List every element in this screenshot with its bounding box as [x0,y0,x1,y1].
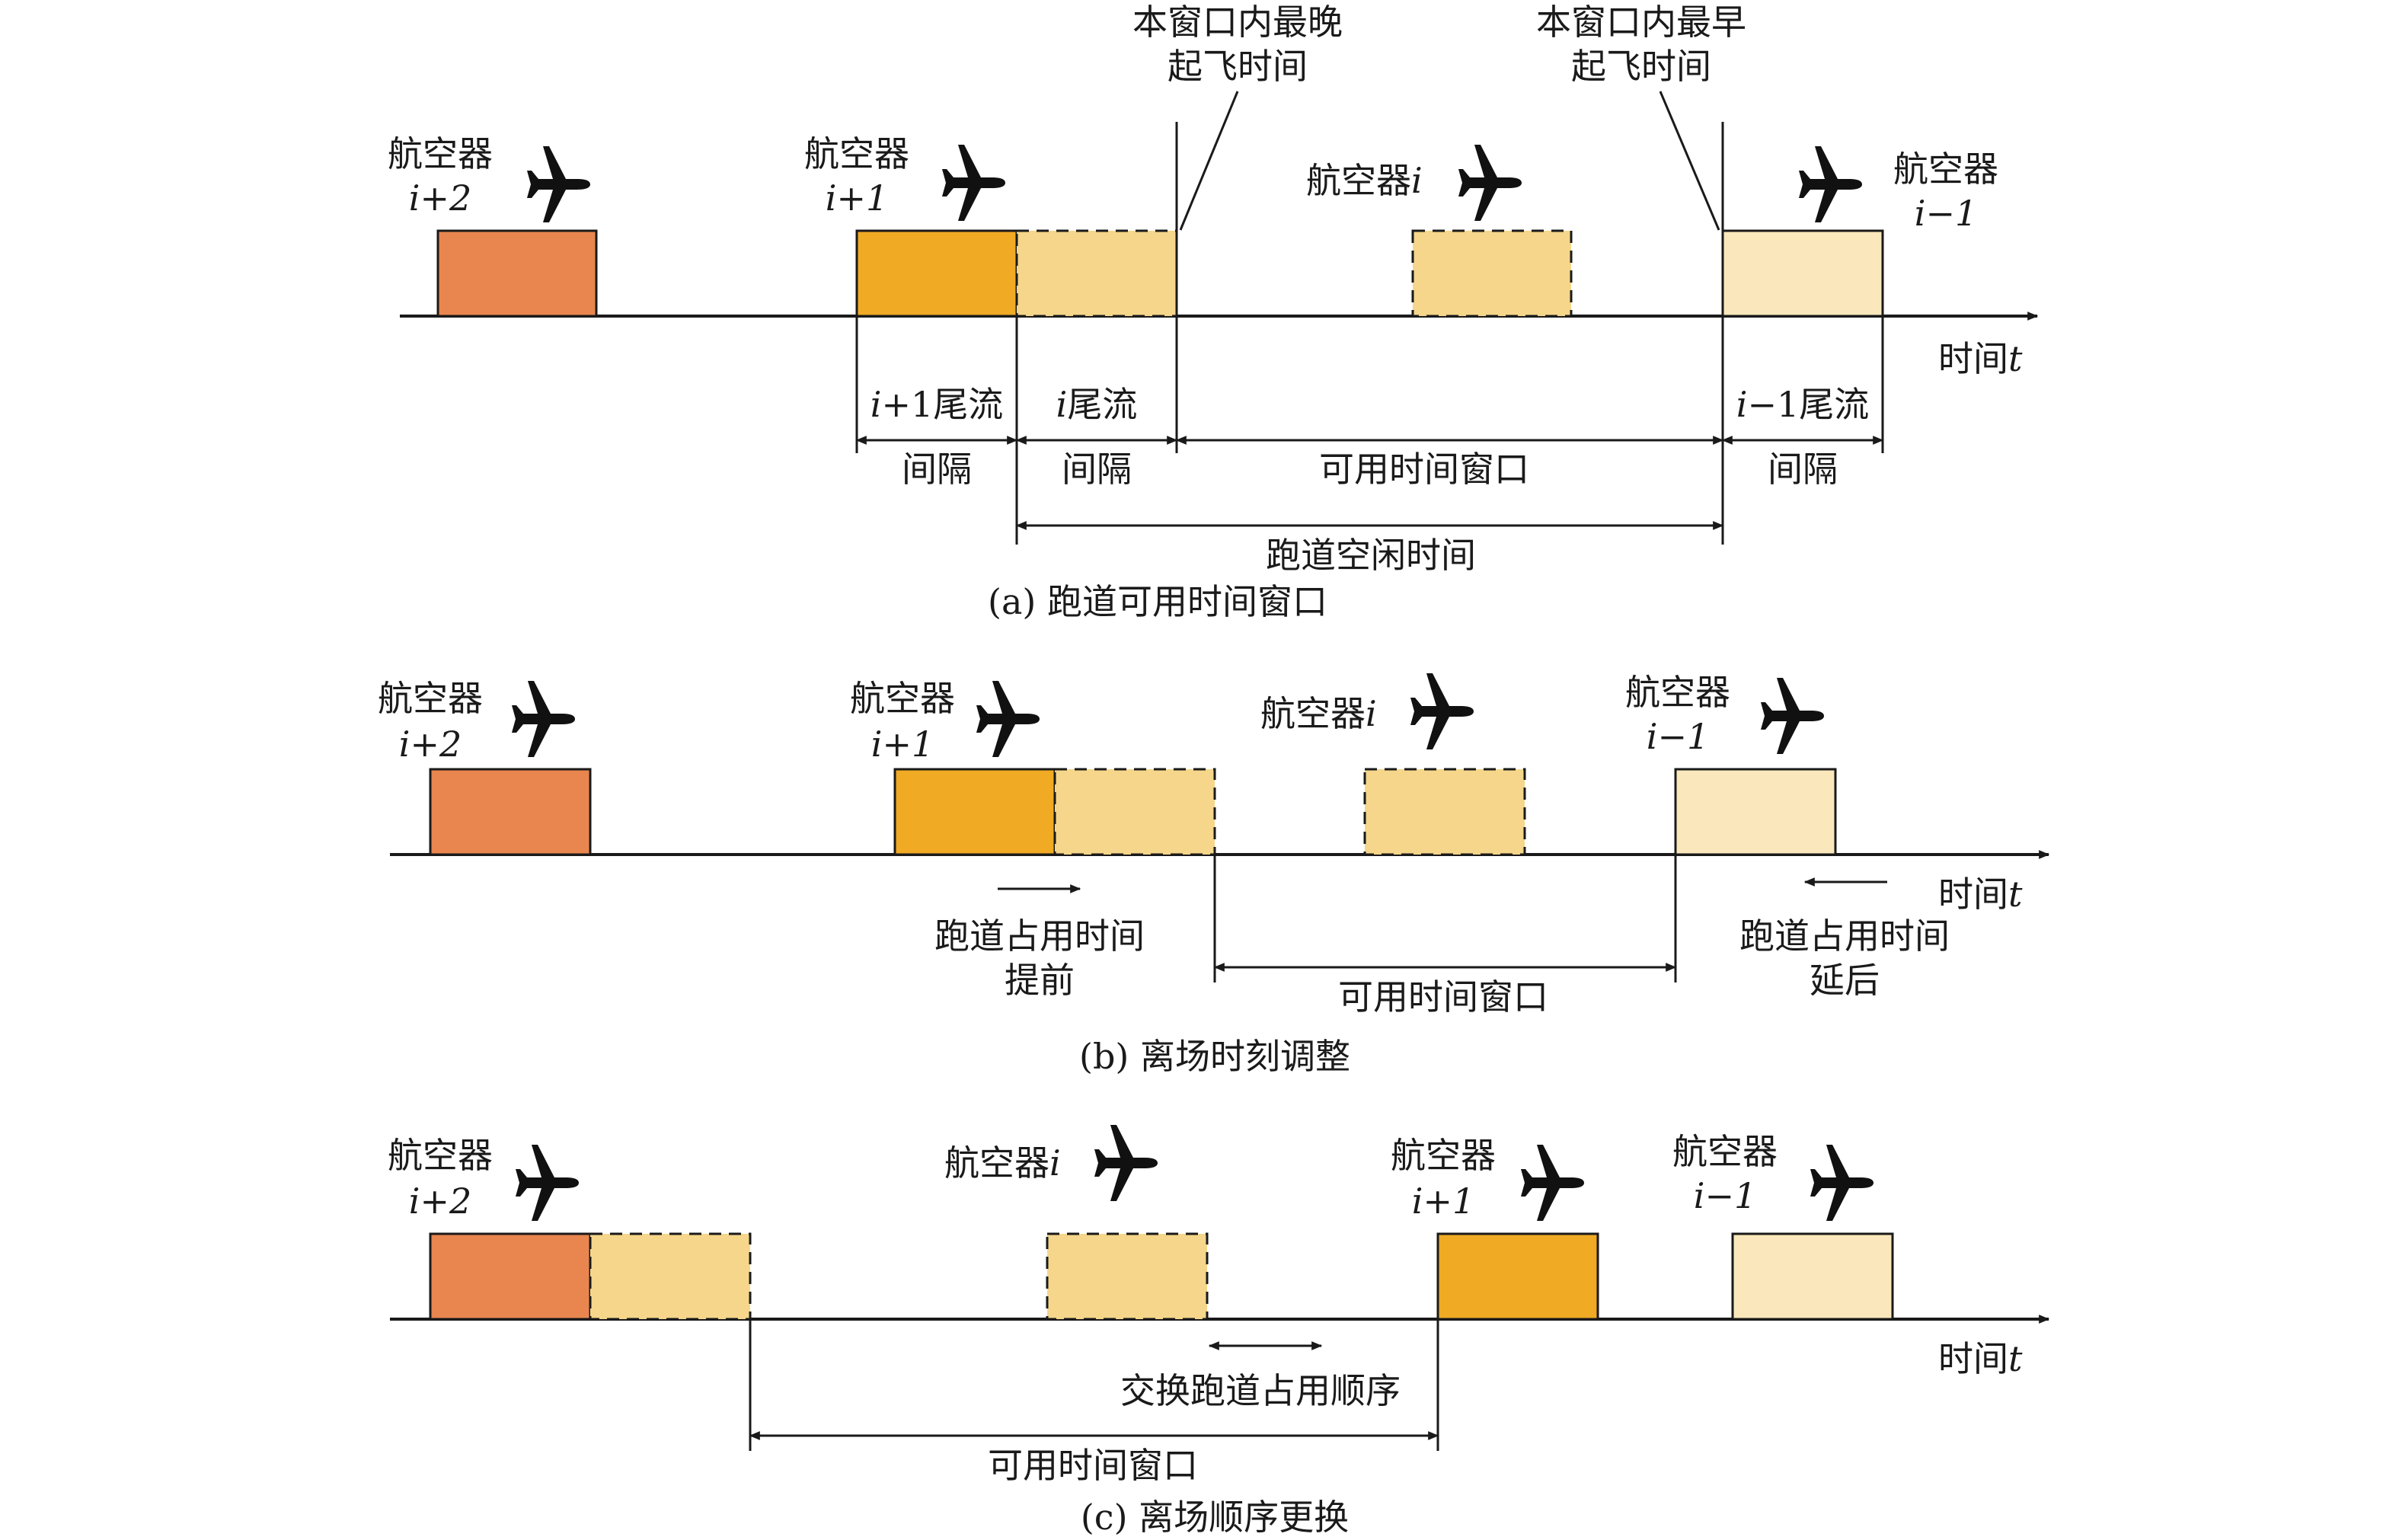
latest-takeoff-pointer [1179,91,1239,231]
plane-icon [1761,678,1824,754]
panel-b: 时间t 航空器 i+2 航空器 i+1 航空器i 航空器 i−1 跑道占用时间 … [378,672,2050,1077]
aircraft-i-plus-1-label: 航空器 [1391,1135,1496,1176]
wake-i-block [589,1232,752,1321]
aircraft-i-plus-2-block [436,229,598,318]
panel-c-caption: (c) 离场顺序更换 [1081,1497,1349,1538]
available-window-label: 可用时间窗口 [1338,976,1548,1018]
panel-b-caption: (b) 离场时刻调整 [1079,1036,1350,1077]
plane-icon [1810,1145,1874,1221]
plane-icon [1521,1145,1584,1221]
plane-icon [1410,673,1474,749]
advance-label-line2: 提前 [1005,960,1075,1001]
plane-icon [527,146,590,222]
delay-label-line1: 跑道占用时间 [1739,915,1950,957]
aircraft-i-plus-1-index: i+1 [826,177,889,219]
aircraft-i-minus-1-label: 航空器 [1672,1131,1778,1172]
aircraft-i-minus-1-block [1674,768,1837,856]
available-window-label: 可用时间窗口 [988,1445,1198,1486]
aircraft-i-plus-2-label: 航空器 [378,678,483,719]
aircraft-i-plus-1-label: 航空器 [850,678,955,719]
plane-icon [512,681,575,757]
aircraft-i-plus-2-index: i+2 [409,177,472,219]
wake-i-plus-1-label: i+1尾流 [870,384,1004,425]
advance-label-line1: 跑道占用时间 [934,915,1145,957]
plane-icon [942,145,1005,221]
plane-icon [976,681,1040,757]
aircraft-i-label: 航空器i [1260,693,1377,734]
delay-label-line2: 延后 [1810,960,1880,1001]
panel-a: 时间t 航空器 i+2 航空器 i+1 航空器i 航空器 i−1 本窗口内最晚 … [388,2,2039,622]
aircraft-i-plus-2-block [429,1232,592,1321]
aircraft-i-plus-1-block [1436,1232,1599,1321]
aircraft-i-block [1363,768,1526,856]
wake-i-block [1015,229,1178,318]
aircraft-i-plus-2-label: 航空器 [388,1135,493,1176]
interval-label: 间隔 [1062,449,1132,490]
interval-label: 间隔 [902,449,972,490]
latest-takeoff-label-line2: 起飞时间 [1168,46,1308,87]
interval-label: 间隔 [1768,449,1838,490]
available-window-label: 可用时间窗口 [1319,449,1529,490]
earliest-takeoff-label-line2: 起飞时间 [1571,46,1711,87]
plane-icon [1458,145,1522,221]
wake-i-block [1053,768,1216,856]
aircraft-i-label: 航空器i [944,1142,1061,1184]
aircraft-i-block [1411,229,1573,318]
latest-takeoff-label-line1: 本窗口内最晚 [1132,2,1343,43]
aircraft-i-block [1046,1232,1209,1321]
aircraft-i-plus-1-index: i+1 [871,724,934,765]
wake-i-label: i尾流 [1056,384,1138,425]
swap-order-label: 交换跑道占用顺序 [1120,1370,1401,1411]
aircraft-i-plus-1-label: 航空器 [804,133,909,174]
earliest-takeoff-label-line1: 本窗口内最早 [1536,2,1746,43]
aircraft-i-label: 航空器i [1306,160,1423,201]
aircraft-i-minus-1-index: i−1 [1647,716,1710,757]
time-axis-label-c: 时间t [1938,1338,2023,1379]
aircraft-i-minus-1-index: i−1 [1694,1175,1757,1216]
earliest-takeoff-pointer [1659,91,1720,231]
aircraft-i-plus-1-block [855,229,1018,318]
time-axis-label-a: 时间t [1938,338,2023,379]
aircraft-i-plus-2-index: i+2 [399,724,462,765]
panel-a-caption: (a) 跑道可用时间窗口 [988,581,1327,622]
aircraft-i-minus-1-block [1731,1232,1894,1321]
aircraft-i-plus-1-index: i+1 [1412,1181,1475,1222]
aircraft-i-plus-2-index: i+2 [409,1181,472,1222]
plane-icon [516,1145,579,1221]
aircraft-i-minus-1-label: 航空器 [1625,672,1730,713]
wake-i-minus-1-label: i−1尾流 [1736,384,1870,425]
aircraft-i-minus-1-label: 航空器 [1893,149,1998,190]
aircraft-i-minus-1-block [1721,229,1884,318]
plane-icon [1799,146,1862,222]
aircraft-i-plus-1-block [893,768,1056,856]
panel-c: 时间t 航空器 i+2 航空器i 航空器 i+1 航空器 i−1 交换跑道占用顺… [388,1125,2050,1538]
plane-icon [1094,1125,1158,1201]
time-axis-label-b: 时间t [1938,874,2023,915]
aircraft-i-plus-2-label: 航空器 [388,133,493,174]
runway-idle-label: 跑道空闲时间 [1266,535,1476,576]
aircraft-i-minus-1-index: i−1 [1915,193,1978,234]
aircraft-i-plus-2-block [429,768,592,856]
